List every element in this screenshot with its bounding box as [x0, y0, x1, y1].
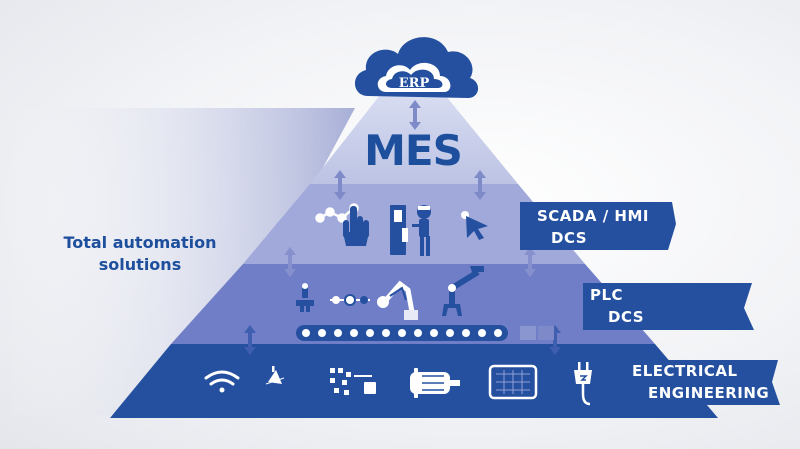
banner-plc-text: PLC DCS	[590, 284, 644, 328]
pyramid-shadow	[0, 108, 355, 415]
lamp-icon	[265, 366, 285, 385]
circuit-icon	[330, 368, 376, 395]
banner-scada-hmi-line1: SCADA / HMI	[537, 207, 649, 225]
banner-electrical-line2: ENGINEERING	[648, 384, 770, 402]
banner-plc-line2: DCS	[608, 308, 645, 326]
side-label: Total automation solutions	[55, 232, 225, 276]
robot-gripper-icon	[296, 283, 314, 312]
motor-icon	[410, 368, 460, 398]
arrow-plc-electrical-left	[244, 325, 256, 355]
banner-electrical-text: ELECTRICAL ENGINEERING	[632, 360, 769, 404]
banner-scada-hmi	[520, 202, 676, 250]
banner-scada-hmi-text: SCADA / HMI DCS	[537, 205, 649, 249]
operator-panel-icon	[390, 205, 431, 256]
arrow-mes-scada-left	[334, 170, 346, 200]
robot-arm-icon	[377, 280, 418, 320]
banner-electrical-line1: ELECTRICAL	[632, 362, 738, 380]
wifi-icon	[204, 370, 240, 393]
arrow-erp-mes	[409, 100, 421, 130]
banner-plc-line1: PLC	[590, 286, 624, 304]
side-label-line1: Total automation	[63, 233, 217, 252]
touch-hand-icon	[343, 206, 369, 246]
arrow-mes-scada-right	[474, 170, 486, 200]
sensor-icon	[330, 294, 370, 306]
arrow-scada-plc-left	[284, 247, 296, 277]
mes-label: MES	[364, 126, 462, 175]
control-panel-icon	[488, 364, 538, 400]
conveyor-belt-icon	[296, 325, 508, 341]
tier-mes	[310, 95, 518, 184]
cursor-click-icon	[461, 211, 488, 240]
side-label-line2: solutions	[98, 255, 182, 274]
erp-label: ERP	[399, 76, 430, 91]
cloud-icon: ERP	[354, 37, 479, 98]
power-plug-icon	[574, 362, 592, 406]
banner-electrical	[611, 360, 780, 405]
robot-claw-icon	[442, 266, 484, 316]
banner-scada-hmi-line2: DCS	[551, 229, 588, 247]
package-icon	[520, 326, 554, 340]
banner-plc	[583, 283, 754, 330]
arrow-scada-plc-right	[524, 247, 536, 277]
connector-arrows	[244, 100, 561, 355]
